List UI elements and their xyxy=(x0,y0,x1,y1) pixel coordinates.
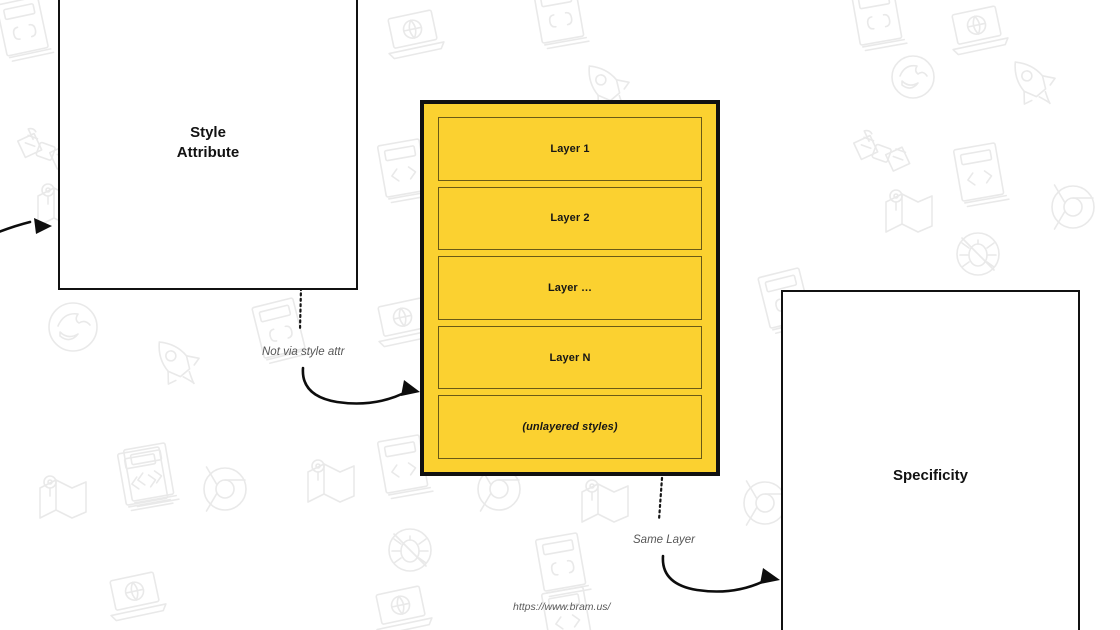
connector-label-not-via-style-attr: Not via style attr xyxy=(262,346,345,358)
layer-row: Layer … xyxy=(438,256,702,320)
bug-off-icon xyxy=(956,232,1000,276)
credit-url: https://www.bram.us/ xyxy=(513,601,611,613)
map-pin-icon xyxy=(307,459,355,503)
style-attribute-box: Style Attribute xyxy=(58,0,358,290)
same-layer-dash-tick xyxy=(657,476,664,522)
incoming-arrow-path xyxy=(0,220,32,233)
rocket-icon xyxy=(158,341,200,385)
chrome-icon xyxy=(203,466,247,512)
html-file-icon xyxy=(952,142,1010,208)
not-via-style-attr-arrow-head xyxy=(401,380,420,396)
css-file-icon xyxy=(534,532,592,598)
html-file-icon xyxy=(116,446,174,512)
cascade-layers-box: Layer 1 Layer 2 Layer … Layer N (unlayer… xyxy=(420,100,720,476)
firefox-icon xyxy=(891,55,935,99)
layer-row: Layer 1 xyxy=(438,117,702,181)
layer-row: Layer 2 xyxy=(438,186,702,251)
layer-row: Layer N xyxy=(438,325,702,390)
chrome-icon xyxy=(1051,184,1095,230)
style-attribute-label: Style Attribute xyxy=(176,123,240,161)
layer-row-label: Layer 2 xyxy=(550,212,590,225)
rocket-icon xyxy=(1014,61,1056,105)
laptop-browser-icon xyxy=(387,9,445,60)
map-pin-icon xyxy=(39,475,87,519)
style-attr-dash-tick xyxy=(298,286,303,332)
specificity-box: Specificity xyxy=(781,290,1080,630)
bug-off-icon xyxy=(388,528,432,572)
specificity-label: Specificity xyxy=(892,466,969,484)
not-via-style-attr-arrow-path xyxy=(301,366,412,405)
same-layer-arrow-head xyxy=(760,568,780,584)
layer-row-unlayered: (unlayered styles) xyxy=(438,395,702,459)
layer-row-label: Layer … xyxy=(547,281,593,294)
css-file-icon xyxy=(0,0,55,62)
layer-row-label: Layer N xyxy=(549,351,591,364)
layer-row-label: Layer 1 xyxy=(550,142,590,155)
firefox-icon xyxy=(48,302,98,352)
layer-row-label: (unlayered styles) xyxy=(522,421,618,434)
satellite-icon xyxy=(852,129,911,172)
laptop-browser-icon xyxy=(375,585,433,630)
same-layer-arrow-path xyxy=(661,554,772,593)
css-file-icon xyxy=(850,0,908,52)
laptop-browser-icon xyxy=(951,5,1009,56)
map-pin-icon xyxy=(885,189,933,233)
laptop-browser-icon xyxy=(109,571,167,622)
connector-label-same-layer: Same Layer xyxy=(633,534,696,546)
css-file-icon xyxy=(532,0,590,50)
incoming-arrow-head xyxy=(34,218,52,234)
html-file-icon xyxy=(122,442,180,508)
map-pin-icon xyxy=(581,479,629,523)
